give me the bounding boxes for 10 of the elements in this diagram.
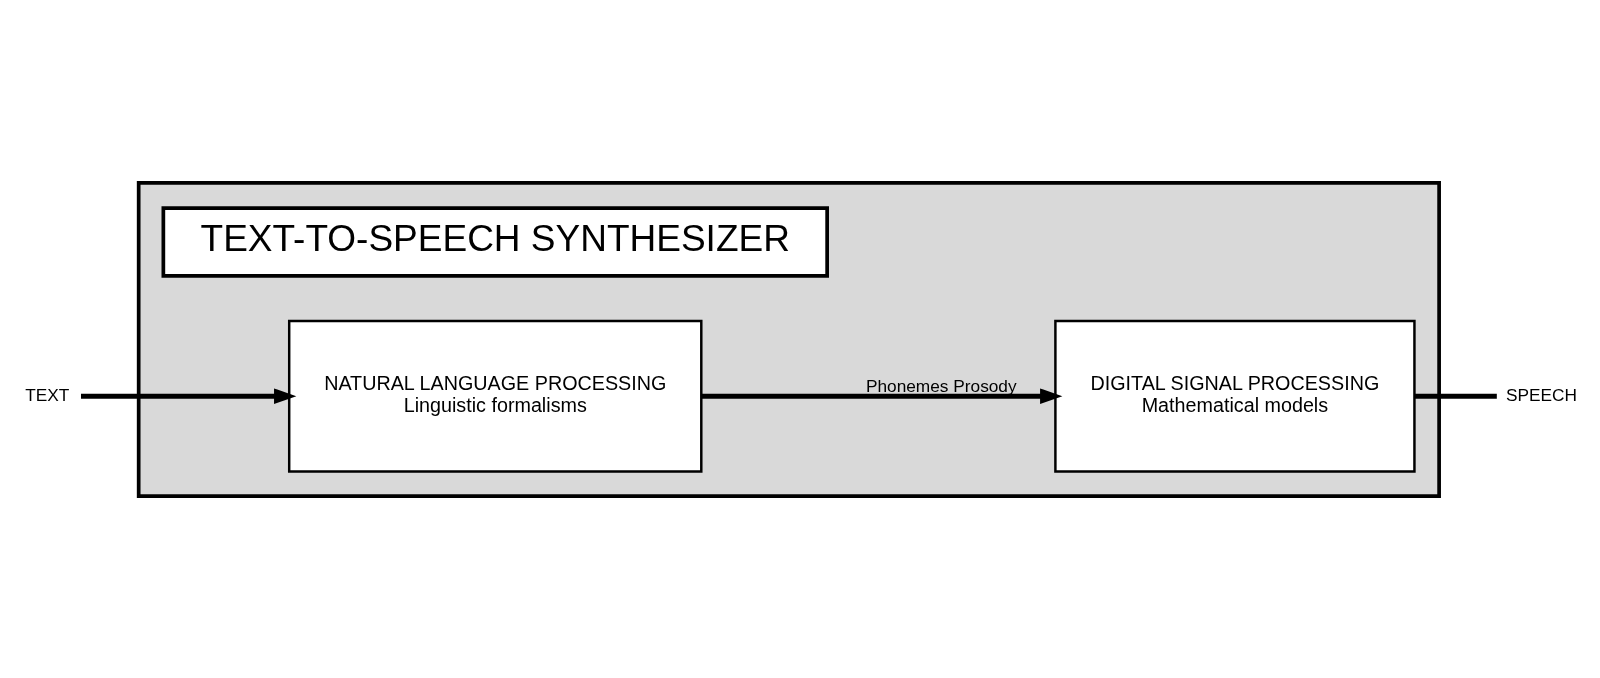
- arrow: [701, 387, 1063, 404]
- edge-label: Phonemes Prosody: [865, 375, 1017, 396]
- cluster: [136, 180, 1441, 498]
- node-box: NATURAL LANGUAGE PROCESSING Linguistic formalisms: [287, 319, 703, 473]
- node-box: DIGITAL SIGNAL PROCESSING Mathematical models: [1054, 319, 1416, 473]
- arrow: [81, 387, 297, 404]
- node-text: SPEECH: [1506, 384, 1578, 405]
- connector: [1414, 393, 1497, 399]
- node-text: TEXT: [25, 384, 70, 405]
- node-box: TEXT-TO-SPEECH SYNTHESIZER: [161, 205, 829, 278]
